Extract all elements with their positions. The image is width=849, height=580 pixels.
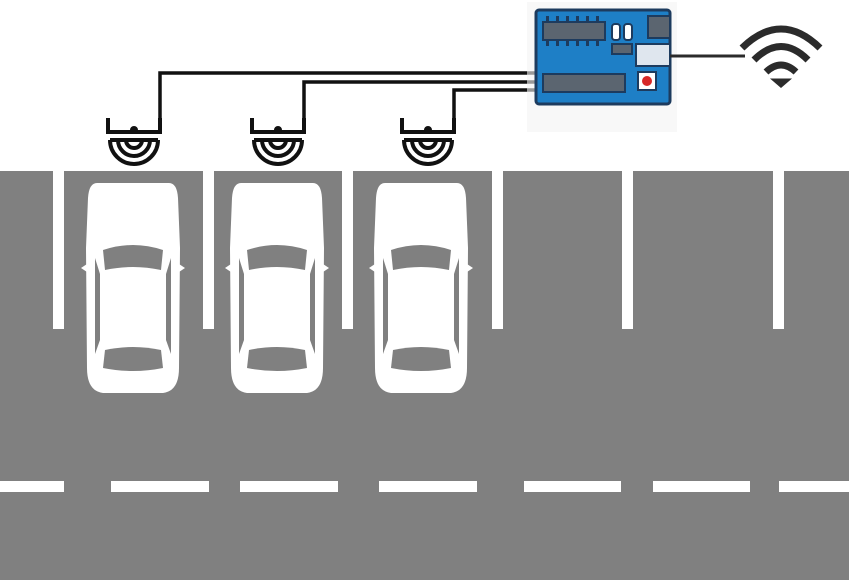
car-top-view-icon: [81, 183, 185, 393]
spot-divider: [342, 171, 353, 329]
lane-dash: [0, 481, 64, 492]
lane-dash: [240, 481, 338, 492]
ultrasonic-sensor-icon: [106, 116, 162, 166]
ultrasonic-sensor-icon: [400, 116, 456, 166]
ultrasonic-sensor-icon: [250, 116, 306, 166]
wifi-icon: [739, 25, 823, 88]
sensor-wires: [158, 71, 537, 118]
lane-dash: [524, 481, 621, 492]
spot-divider: [773, 171, 784, 329]
spot-divider: [622, 171, 633, 329]
spot-divider: [492, 171, 503, 329]
lane-dash: [653, 481, 750, 492]
lane-dash: [379, 481, 477, 492]
lane-dashes: [0, 481, 849, 492]
wire: [452, 88, 537, 118]
wire: [158, 71, 537, 118]
spot-dividers: [53, 171, 784, 329]
wire: [302, 80, 537, 118]
lane-dash: [111, 481, 209, 492]
car-top-view-icon: [225, 183, 329, 393]
lane-dash: [779, 481, 849, 492]
spot-divider: [203, 171, 214, 329]
microcontroller-board-icon: [527, 2, 677, 132]
spot-divider: [53, 171, 64, 329]
car-top-view-icon: [369, 183, 473, 393]
